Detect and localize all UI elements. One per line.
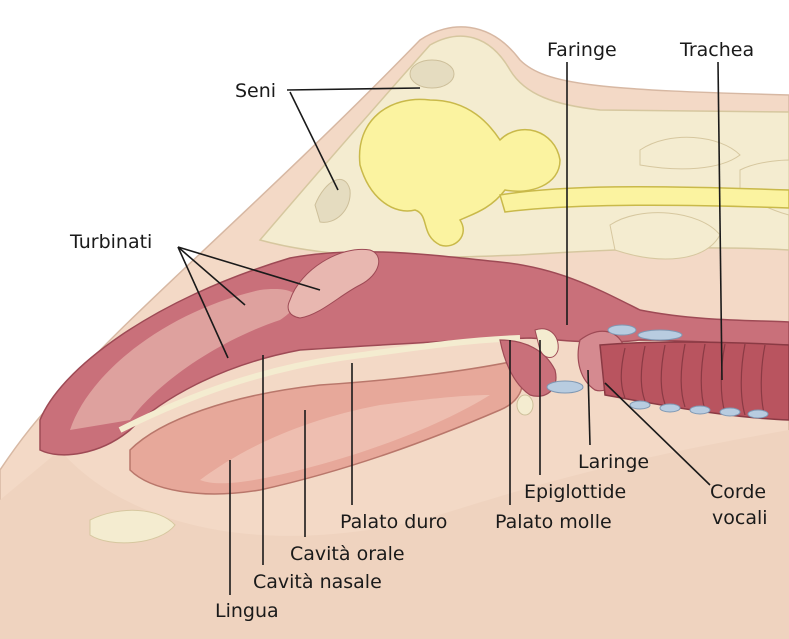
label-turbinati: Turbinati [69,231,152,253]
spinal-cord [499,185,789,213]
label-corde: Corde [710,481,766,503]
label-lingua: Lingua [215,600,279,622]
turbinate-small [287,248,380,319]
label-palato-duro: Palato duro [340,511,447,533]
lower-jaw [0,430,789,639]
label-laringe: Laringe [578,451,649,473]
label-cavita-orale: Cavità orale [290,543,405,565]
tongue-highlight [200,395,490,484]
label-cavita-nasale: Cavità nasale [253,571,382,593]
label-faringe: Faringe [547,39,617,61]
cartilage-rings [546,324,769,419]
leader-trachea [717,61,723,381]
leader-lines [177,61,723,595]
hard-palate-line [118,335,521,433]
tongue-bone [516,394,534,416]
leader-seni-2 [289,91,339,191]
leader-seni-1 [286,87,421,91]
label-trachea: Trachea [679,39,754,61]
label-vocali: vocali [712,507,768,529]
leader-turbinati-2 [177,246,321,291]
label-seni: Seni [235,80,276,102]
sinus-2 [314,178,351,223]
label-epiglottide: Epiglottide [524,481,626,503]
jaw-bone [89,509,176,544]
vertebra-1 [639,136,741,170]
leader-turbinati-1 [177,246,246,306]
brain [358,98,561,247]
sinus-1 [409,59,455,89]
leader-laringe [587,369,591,446]
label-palato-molle: Palato molle [495,511,612,533]
turbinate-large [70,289,298,430]
leader-corde [604,382,711,486]
leader-turbinati-3 [177,246,229,359]
